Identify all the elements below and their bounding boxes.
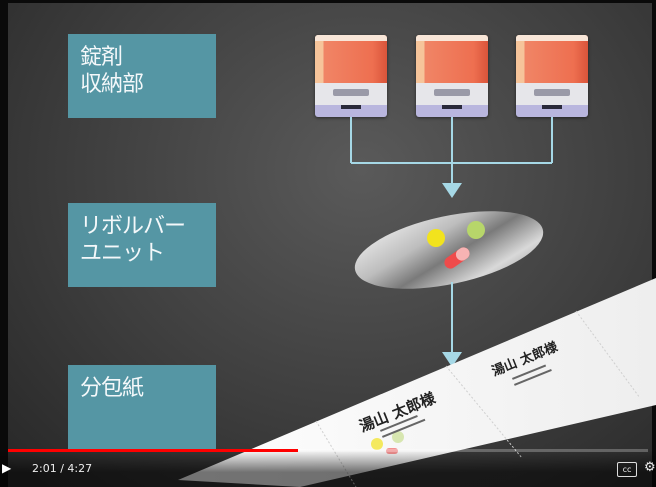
- frame-border-left: [0, 0, 8, 487]
- progress-bar-played: [8, 449, 298, 452]
- progress-bar[interactable]: [8, 449, 648, 452]
- label-revolver-unit: リボルバー ユニット: [68, 203, 216, 287]
- label-packaging-paper: 分包紙: [68, 365, 216, 449]
- arrow-down-icon: [442, 183, 462, 198]
- tablet-cartridge: [315, 35, 387, 117]
- frame-border-top: [0, 0, 656, 3]
- label-tablet-storage: 錠剤 収納部: [68, 34, 216, 118]
- frame-border-right: [652, 0, 656, 487]
- arrow-down-icon: [442, 352, 462, 367]
- yellow-tablet: [427, 229, 445, 247]
- tablet-cartridge: [416, 35, 488, 117]
- time-display: 2:01 / 4:27: [32, 462, 93, 475]
- red-capsule: [444, 247, 470, 269]
- packet-details: [380, 364, 552, 438]
- play-icon[interactable]: ▶: [2, 461, 12, 475]
- tablet-cartridge: [516, 35, 588, 117]
- connector-lines: [350, 117, 553, 183]
- packaging-strip: [178, 278, 656, 487]
- revolver-disc: [354, 211, 544, 289]
- settings-gear-icon[interactable]: ⚙: [644, 460, 656, 475]
- closed-captions-icon[interactable]: cc: [617, 462, 637, 477]
- green-tablet: [467, 221, 485, 239]
- player-controls-bar: [0, 450, 656, 487]
